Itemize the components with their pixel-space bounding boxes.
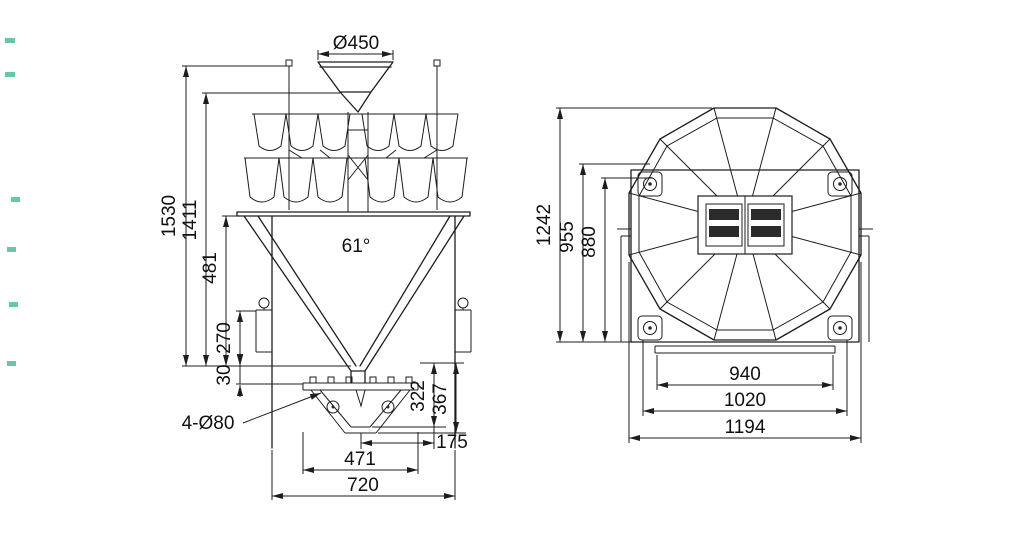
dim-label-outlet-height-inner: 322	[408, 380, 429, 412]
dim-label-base-width: 720	[347, 475, 379, 496]
discharge-flange	[302, 376, 419, 391]
bolt-hole-bottom-right	[833, 321, 847, 335]
bracket-eye-left	[258, 297, 270, 309]
extension-lines	[360, 427, 435, 449]
scan-artifact	[11, 197, 20, 202]
top-funnel-outline	[317, 61, 394, 113]
chute-roller-left	[326, 400, 340, 414]
scan-artifact	[5, 72, 15, 77]
dim-outlet-offset: 175	[360, 427, 468, 453]
front-view: Ø450 1530 1411 481 270 30 6	[159, 33, 472, 500]
side-view: 1242 955 880 940 1020 1194	[534, 107, 873, 443]
side-stubs	[617, 228, 873, 342]
dim-label-side-base-bar-width: 940	[729, 364, 761, 385]
extension-lines	[642, 340, 848, 416]
dim-bracket-height: 270	[214, 310, 256, 366]
corner-plate-bottom-right	[827, 315, 853, 341]
extension-lines	[556, 107, 712, 343]
bracket-eye-right	[457, 297, 469, 309]
dim-mount-holes: 4-Ø80	[182, 392, 322, 434]
bolt-center-top-right	[838, 182, 842, 186]
dim-label-mount-holes: 4-Ø80	[182, 413, 235, 434]
dim-flange-gap: 30	[214, 352, 303, 397]
dim-label-cone-height: 481	[200, 252, 221, 284]
dim-label-side-overall-width: 1194	[725, 417, 766, 438]
center-column	[347, 112, 369, 212]
dim-upper-section-height: 1411	[180, 92, 340, 366]
scan-artifact	[9, 302, 18, 307]
dim-cone-angle: 61°	[342, 236, 371, 257]
dim-label-outlet-offset: 175	[436, 432, 468, 453]
dim-label-side-inner-height: 880	[579, 226, 600, 258]
bolt-hole-top-right	[833, 177, 847, 191]
leader-line	[242, 392, 322, 424]
scan-artifact	[7, 361, 16, 366]
dim-label-bracket-height: 270	[214, 322, 235, 354]
dim-side-inner-height: 880	[579, 177, 652, 342]
lower-hopper-row	[244, 157, 468, 203]
dim-side-base-bar-width: 940	[656, 355, 834, 390]
base-bar	[654, 345, 836, 354]
dim-base-width: 720	[271, 450, 456, 500]
dim-side-overall-height: 1242	[534, 107, 712, 343]
dim-side-frame-width: 1020	[642, 340, 848, 416]
dim-label-outlet-span: 471	[344, 449, 376, 470]
bolt-center-top-left	[648, 182, 652, 186]
upper-hopper-row	[252, 113, 459, 151]
dim-label-side-overall-height: 1242	[534, 204, 555, 246]
dim-side-overall-width: 1194	[628, 262, 862, 443]
corner-plate-bottom-left	[637, 315, 663, 341]
bolt-hole-bottom-left	[643, 321, 657, 335]
top-plate	[236, 211, 471, 217]
side-brackets	[255, 308, 472, 353]
hub-details	[705, 196, 785, 254]
dim-cone-height: 481	[200, 215, 237, 366]
dim-label-overall-height: 1530	[159, 195, 180, 237]
extension-lines	[182, 65, 351, 367]
chute-roller-right	[381, 400, 395, 414]
extension-lines	[628, 262, 862, 443]
main-cone-walls	[243, 215, 465, 384]
dim-label-cone-angle: 61°	[342, 236, 371, 257]
dim-top-funnel-diameter: Ø450	[317, 33, 394, 60]
corner-plate-top-right	[827, 171, 853, 197]
radial-spokes	[628, 107, 862, 341]
chute-roller-left-pin	[331, 405, 335, 409]
dim-label-side-frame-width: 1020	[724, 390, 766, 411]
bolt-center-bottom-right	[838, 326, 842, 330]
scan-artifacts	[5, 38, 20, 366]
dim-label-upper-section-height: 1411	[180, 200, 201, 241]
corner-plate-top-left	[637, 171, 663, 197]
support-struts	[288, 149, 438, 159]
bolt-center-bottom-left	[648, 326, 652, 330]
mounting-frame	[630, 169, 860, 343]
dim-label-side-frame-height: 955	[557, 221, 578, 253]
hub-motor-blocks	[709, 209, 781, 237]
dim-label-outlet-height-outer: 367	[430, 383, 451, 415]
dim-side-frame-height: 955	[557, 163, 650, 342]
dim-outlet-height-outer: 367	[378, 363, 466, 434]
dim-outlet-span: 471	[302, 432, 419, 474]
chute-roller-right-pin	[386, 405, 390, 409]
scan-artifact	[7, 247, 16, 252]
dim-label-top-funnel-diameter: Ø450	[333, 33, 379, 54]
extension-lines	[271, 450, 456, 500]
dim-overall-height: 1530	[159, 65, 351, 367]
extension-lines	[236, 366, 303, 385]
dim-label-flange-gap: 30	[214, 364, 235, 385]
scan-artifact	[5, 38, 15, 43]
support-rods	[285, 59, 441, 210]
